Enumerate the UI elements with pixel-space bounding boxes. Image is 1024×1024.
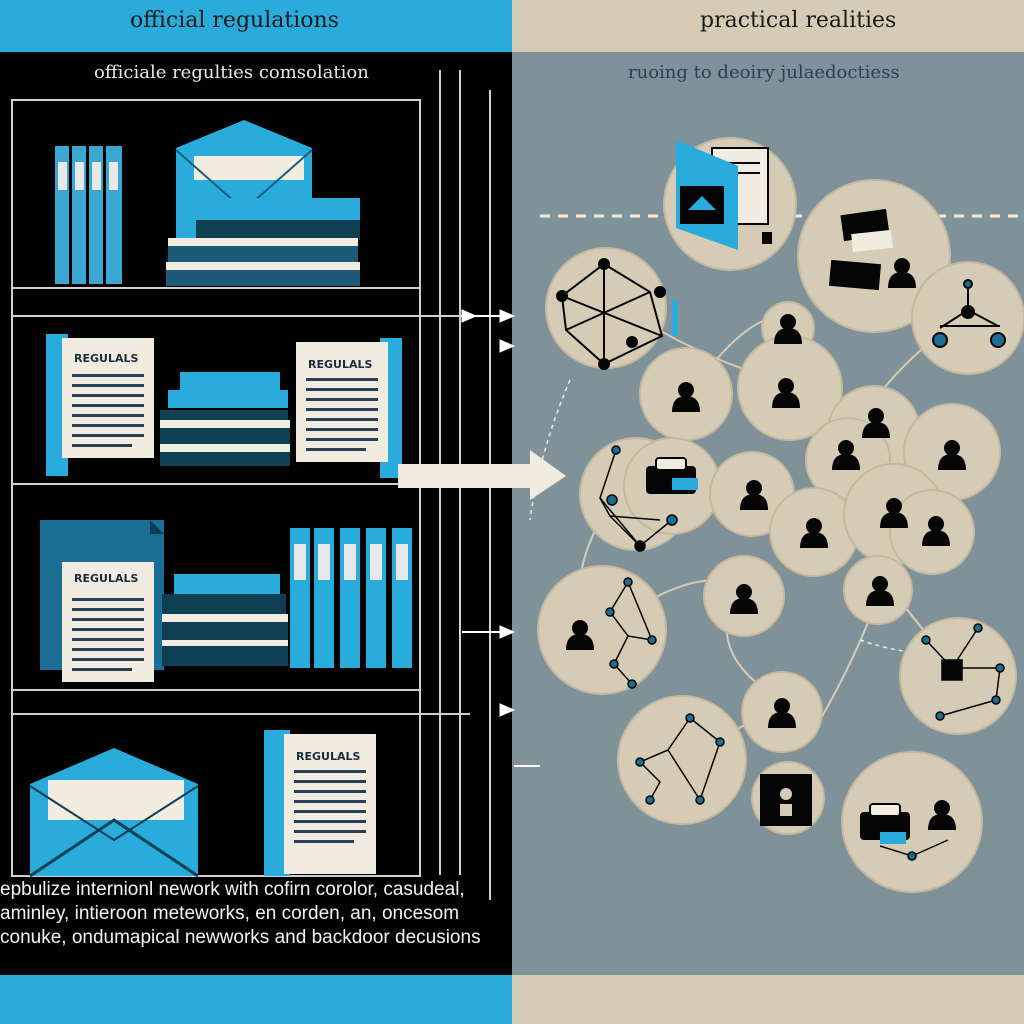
stacked-folders bbox=[160, 372, 290, 466]
network-icon bbox=[556, 258, 678, 370]
caption-text: epbulize internionl nework with cofirn c… bbox=[0, 878, 520, 950]
left-header-band bbox=[0, 0, 512, 52]
envelope-icon bbox=[29, 748, 199, 878]
binder-icon bbox=[290, 528, 412, 668]
document-icon: REGULALS bbox=[296, 342, 388, 462]
network-icon bbox=[932, 279, 1006, 348]
network-icon bbox=[605, 577, 657, 689]
caption-line: aminley, intieroon meteworks, en corden,… bbox=[0, 903, 460, 924]
left-subtitle: officiale regulties comsolation bbox=[94, 62, 369, 83]
lock-icon bbox=[760, 774, 812, 826]
right-header-band bbox=[512, 0, 1024, 52]
caption-line: conuke, ondumapical newworks and backdoo… bbox=[0, 927, 481, 948]
right-footer-band bbox=[512, 975, 1024, 1024]
document-label: REGULALS bbox=[74, 352, 138, 365]
document-icon: REGULALS bbox=[284, 734, 376, 874]
binder-icon bbox=[55, 146, 122, 284]
left-footer-band bbox=[0, 975, 512, 1024]
network-icon bbox=[599, 445, 678, 552]
stacked-folders bbox=[162, 574, 288, 666]
left-header-title: official regulations bbox=[130, 8, 339, 33]
binder-icon bbox=[828, 208, 893, 291]
right-subtitle: ruoing to deoiry julaedoctiess bbox=[628, 62, 900, 83]
network-icon bbox=[921, 623, 1005, 721]
document-label: REGULALS bbox=[296, 750, 360, 763]
document-icon: REGULALS bbox=[62, 562, 154, 682]
caption-line: epbulize internionl nework with cofirn c… bbox=[0, 879, 465, 900]
stacked-folders bbox=[166, 198, 360, 286]
lock-icon bbox=[646, 457, 698, 494]
lock-icon bbox=[860, 803, 910, 844]
document-label: REGULALS bbox=[74, 572, 138, 585]
arrow-right-icon bbox=[461, 309, 540, 767]
right-header-title: practical realities bbox=[700, 8, 897, 33]
document-icon bbox=[676, 140, 772, 250]
document-label: REGULALS bbox=[308, 358, 372, 371]
arrow-right-icon bbox=[398, 450, 566, 500]
document-icon: REGULALS bbox=[62, 338, 154, 458]
network-icon bbox=[635, 713, 725, 805]
